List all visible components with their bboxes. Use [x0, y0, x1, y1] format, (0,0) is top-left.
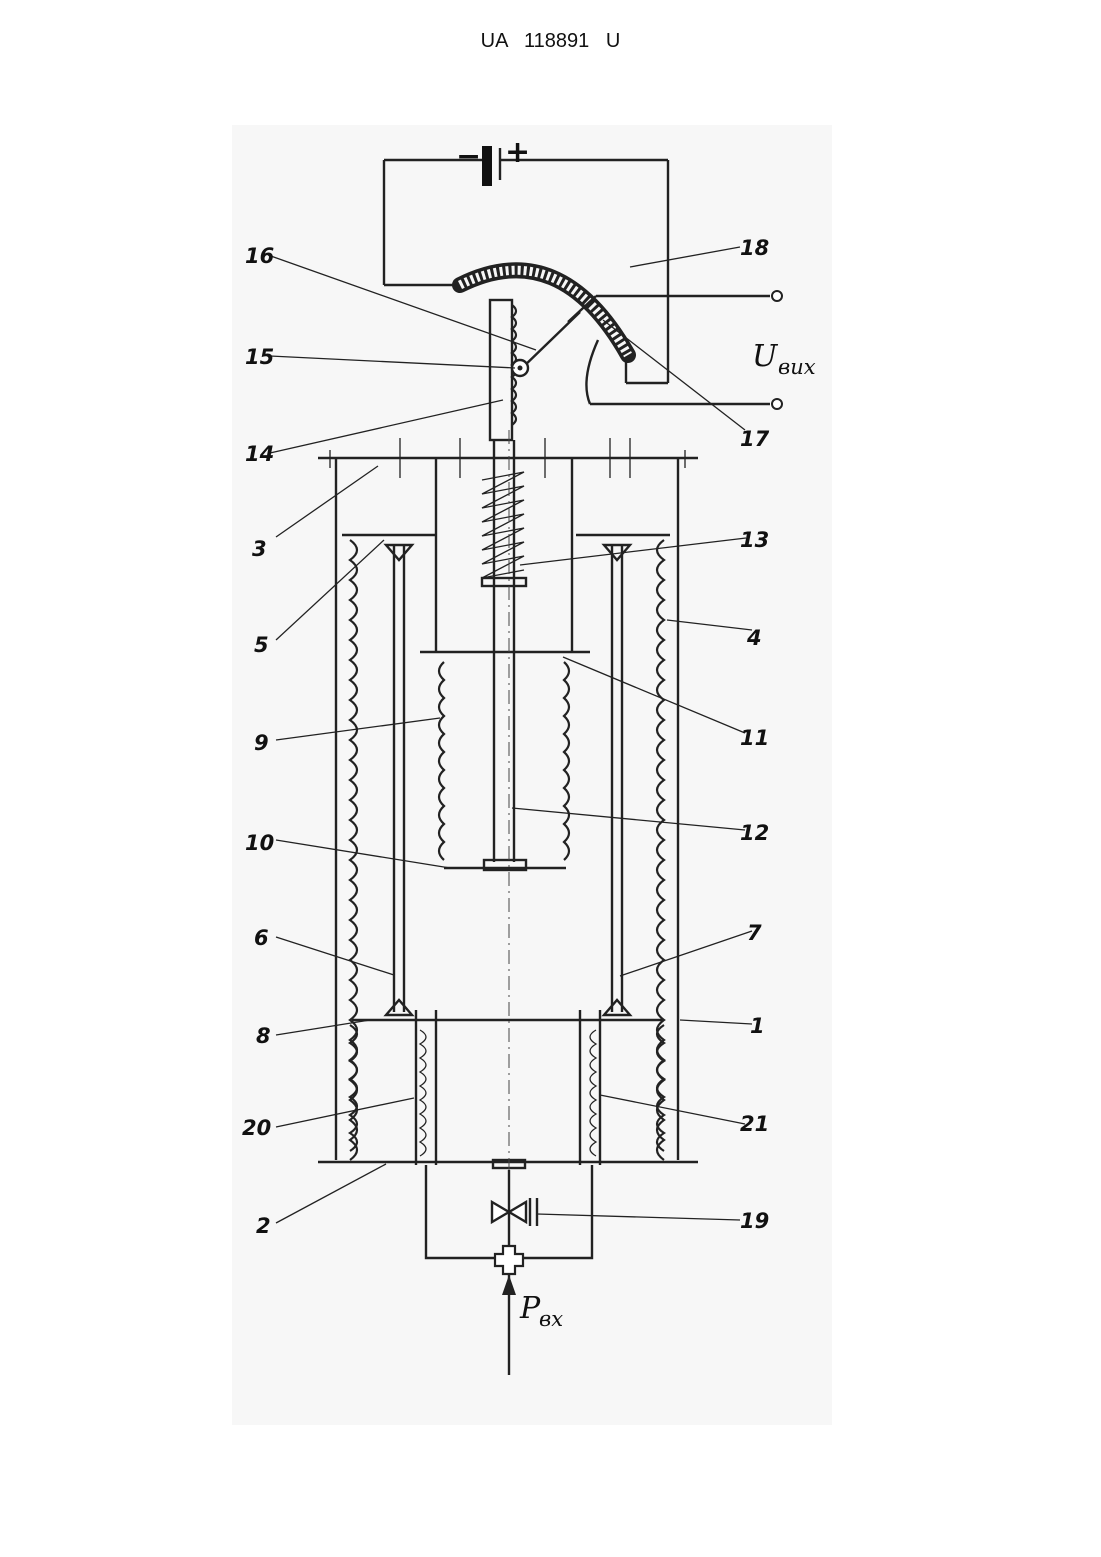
callout-21: 21: [740, 1112, 769, 1136]
callout-6: 6: [254, 926, 269, 950]
output-voltage-label: U: [752, 339, 779, 374]
battery-minus-label: −: [456, 139, 481, 174]
callout-10: 10: [245, 831, 274, 855]
callout-3: 3: [252, 537, 267, 561]
callout-9: 9: [254, 731, 269, 755]
callout-20: 20: [242, 1116, 271, 1140]
callout-1: 1: [750, 1014, 765, 1038]
callout-7: 7: [747, 921, 762, 945]
callout-17: 17: [740, 427, 770, 451]
output-voltage-subscript: вих: [778, 355, 816, 379]
callout-2: 2: [256, 1214, 271, 1238]
battery-plus-label: +: [505, 135, 530, 170]
callout-16: 16: [245, 244, 274, 268]
callout-14: 14: [245, 442, 274, 466]
input-pressure-subscript: вх: [539, 1307, 563, 1331]
callout-8: 8: [256, 1024, 271, 1048]
callout-11: 11: [740, 726, 769, 750]
callout-5: 5: [254, 633, 269, 657]
callout-15: 15: [245, 345, 274, 369]
battery-icon: [482, 146, 492, 186]
callout-4: 4: [746, 626, 762, 650]
callout-18: 18: [740, 236, 769, 260]
input-pressure-label: P: [519, 1291, 541, 1326]
output-terminal-top: [772, 291, 782, 301]
callout-12: 12: [740, 821, 769, 845]
output-terminal-bottom: [772, 399, 782, 409]
callout-19: 19: [740, 1209, 769, 1233]
callout-13: 13: [740, 528, 769, 552]
